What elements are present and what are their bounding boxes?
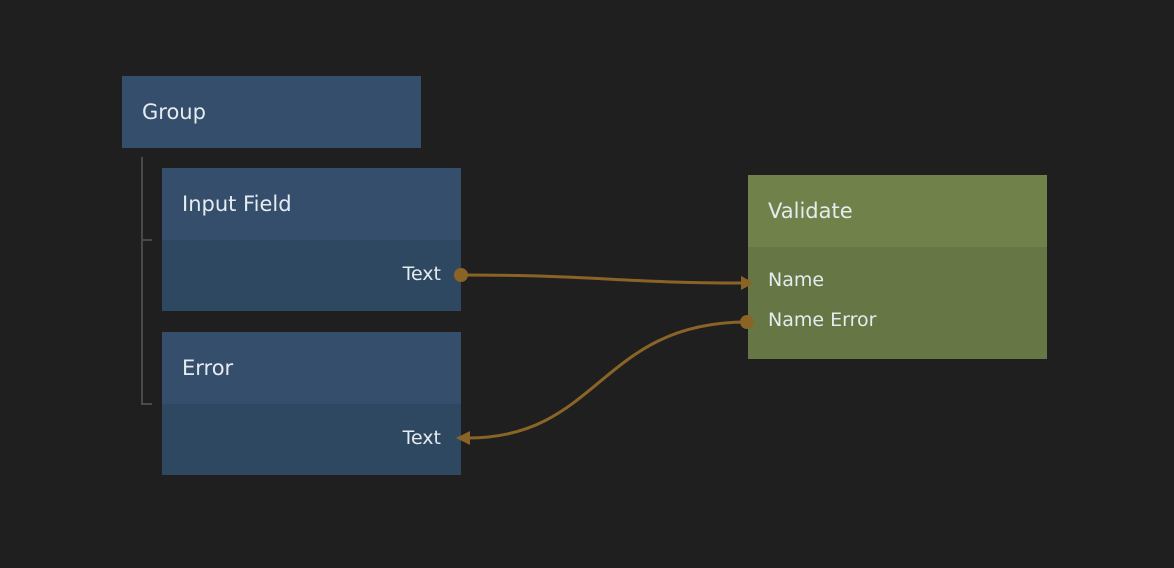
input-port-text[interactable]: Text	[402, 427, 441, 449]
connection-text-to-name[interactable]	[460, 273, 743, 285]
arrow-head-icon	[741, 276, 754, 290]
group-node[interactable]: Group	[122, 76, 421, 148]
validate-node[interactable]: Validate Name Name Error	[748, 175, 1047, 359]
port-dot	[454, 268, 468, 282]
connection-name-error-to-text[interactable]	[467, 320, 748, 440]
node-title: Group	[122, 76, 421, 148]
hierarchy-line	[141, 157, 143, 405]
output-port-text[interactable]: Text	[402, 263, 441, 285]
error-node[interactable]: Error Text	[162, 332, 461, 475]
port-dot	[740, 315, 754, 329]
input-field-node[interactable]: Input Field Text	[162, 168, 461, 311]
node-title: Validate	[748, 175, 1047, 247]
hierarchy-tick	[141, 239, 152, 241]
node-title: Error	[162, 332, 461, 404]
node-title: Input Field	[162, 168, 461, 240]
arrow-head-icon	[456, 431, 470, 445]
input-port-name[interactable]: Name	[768, 269, 825, 291]
output-port-name-error[interactable]: Name Error	[768, 309, 877, 331]
hierarchy-tick	[141, 403, 152, 405]
